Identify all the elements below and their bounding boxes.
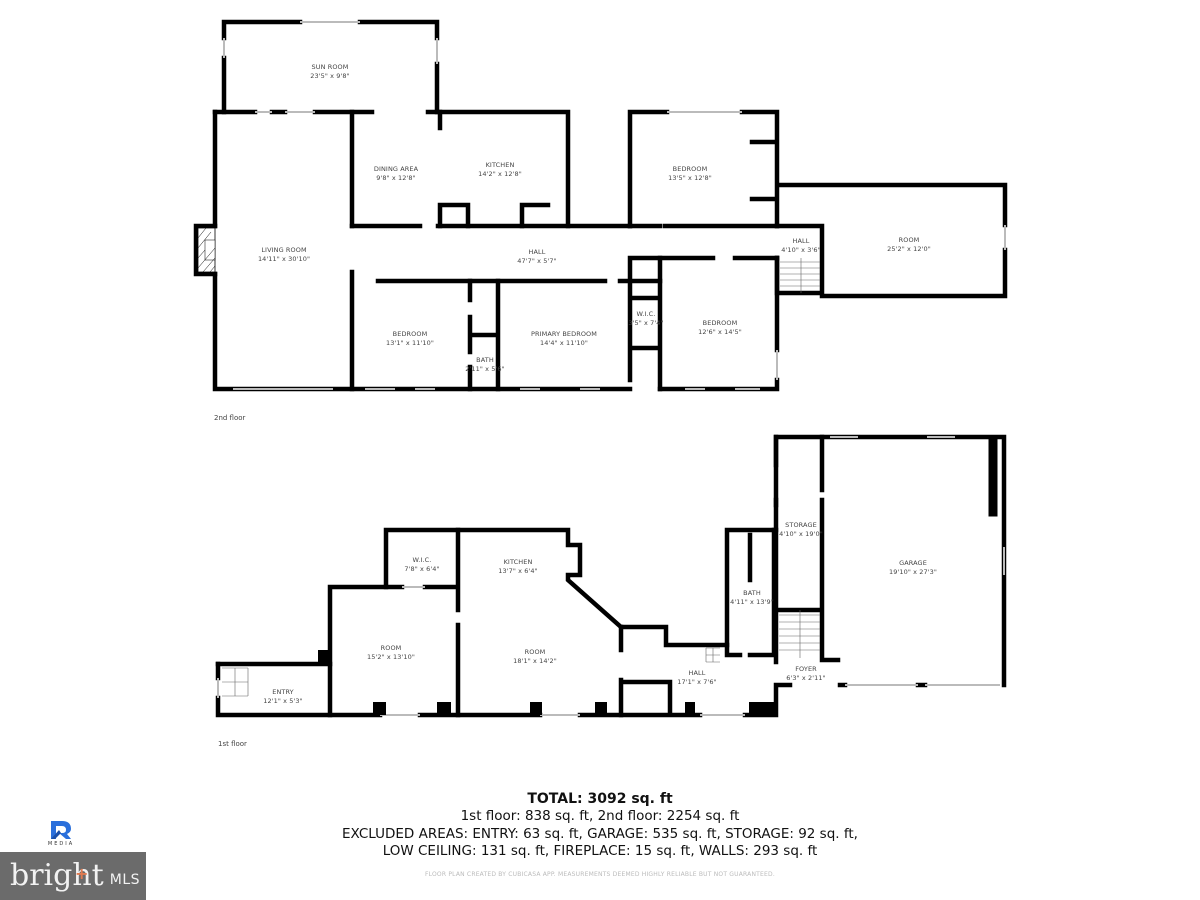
room-dimensions: 13'5" x 12'8" xyxy=(668,174,712,182)
room-name: ROOM xyxy=(525,648,546,656)
stairs-1st-floor xyxy=(222,610,820,697)
room-name: BATH xyxy=(476,356,494,364)
room-name: BEDROOM xyxy=(673,165,708,173)
total-area: TOTAL: 3092 sq. ft xyxy=(527,791,673,807)
floor-label-1st: 1st floor xyxy=(218,740,247,748)
walls-1st-floor xyxy=(215,434,1007,718)
room-dimensions: 7'8" x 6'4" xyxy=(404,565,439,573)
mls-text: MLS xyxy=(109,872,140,888)
plus-icon: + xyxy=(75,864,89,883)
excluded-areas-cont: LOW CEILING: 131 sq. ft, FIREPLACE: 15 s… xyxy=(382,843,818,859)
room-name: HALL xyxy=(529,248,546,256)
room-name: PRIMARY BEDROOM xyxy=(531,330,597,338)
windows-1st-floor xyxy=(217,436,1005,716)
room-dimensions: 17'1" x 7'6" xyxy=(677,678,716,686)
excluded-areas: EXCLUDED AREAS: ENTRY: 63 sq. ft, GARAGE… xyxy=(342,825,858,842)
room-dimensions: 4'10" x 3'6" xyxy=(781,246,820,254)
room-dimensions: 25'2" x 12'0" xyxy=(887,245,931,253)
floor-label-2nd: 2nd floor xyxy=(214,414,246,422)
room-name: W.I.C. xyxy=(637,310,656,318)
fireplace xyxy=(197,227,216,273)
walls-2nd-floor xyxy=(193,19,1008,392)
room-name: KITCHEN xyxy=(504,558,533,566)
room-name: BATH xyxy=(743,589,761,597)
room-dimensions: 4'10" x 19'0" xyxy=(779,530,823,538)
room-dimensions: 13'1" x 11'10" xyxy=(386,339,434,347)
room-dimensions: 9'8" x 12'8" xyxy=(376,174,415,182)
room-name: GARAGE xyxy=(899,559,927,567)
room-name: ROOM xyxy=(381,644,402,652)
room-dimensions: 23'5" x 9'8" xyxy=(310,72,349,80)
room-dimensions: 3'5" x 7'4" xyxy=(628,319,663,327)
floor-areas: 1st floor: 838 sq. ft, 2nd floor: 2254 s… xyxy=(460,808,740,824)
room-dimensions: 14'11" x 30'10" xyxy=(258,255,310,263)
room-dimensions: 13'7" x 6'4" xyxy=(498,567,537,575)
wall-blocks xyxy=(318,650,775,715)
disclaimer: FLOOR PLAN CREATED BY CUBICASA APP. MEAS… xyxy=(425,871,775,878)
room-dimensions: 14'4" x 11'10" xyxy=(540,339,588,347)
room-name: LIVING ROOM xyxy=(261,246,306,254)
room-dimensions: 12'6" x 14'5" xyxy=(698,328,742,336)
room-dimensions: 12'1" x 5'3" xyxy=(263,697,302,705)
bright-wordmark: bright + xyxy=(10,861,104,891)
room-name: BEDROOM xyxy=(393,330,428,338)
room-name: HALL xyxy=(689,669,706,677)
room-dimensions: 14'2" x 12'8" xyxy=(478,170,522,178)
room-name: FOYER xyxy=(795,665,817,673)
room-name: KITCHEN xyxy=(486,161,515,169)
bright-text: bright xyxy=(10,858,104,893)
windows-2nd-floor xyxy=(223,21,1006,390)
media-label: MEDIA xyxy=(47,841,75,847)
room-dimensions: 4'11" x 13'9" xyxy=(730,598,774,606)
bright-mls-logo: bright + MLS xyxy=(0,852,146,900)
room-name: BEDROOM xyxy=(703,319,738,327)
room-name: ENTRY xyxy=(272,688,294,696)
room-name: SUN ROOM xyxy=(312,63,349,71)
room-dimensions: 15'2" x 13'10" xyxy=(367,653,415,661)
room-dimensions: 2'11" x 5'6" xyxy=(465,365,504,373)
room-name: ROOM xyxy=(899,236,920,244)
area-summary: TOTAL: 3092 sq. ft 1st floor: 838 sq. ft… xyxy=(300,790,900,861)
room-dimensions: 19'10" x 27'3" xyxy=(889,568,937,576)
room-name: DINING AREA xyxy=(374,165,419,173)
room-dimensions: 18'1" x 14'2" xyxy=(513,657,557,665)
room-name: STORAGE xyxy=(785,521,817,529)
room-dimensions: 47'7" x 5'7" xyxy=(517,257,556,265)
room-name: W.I.C. xyxy=(413,556,432,564)
stairs-2nd-floor xyxy=(780,258,820,293)
room-name: HALL xyxy=(793,237,810,245)
room-dimensions: 6'3" x 2'11" xyxy=(786,674,825,682)
r-media-logo-icon xyxy=(51,821,71,839)
